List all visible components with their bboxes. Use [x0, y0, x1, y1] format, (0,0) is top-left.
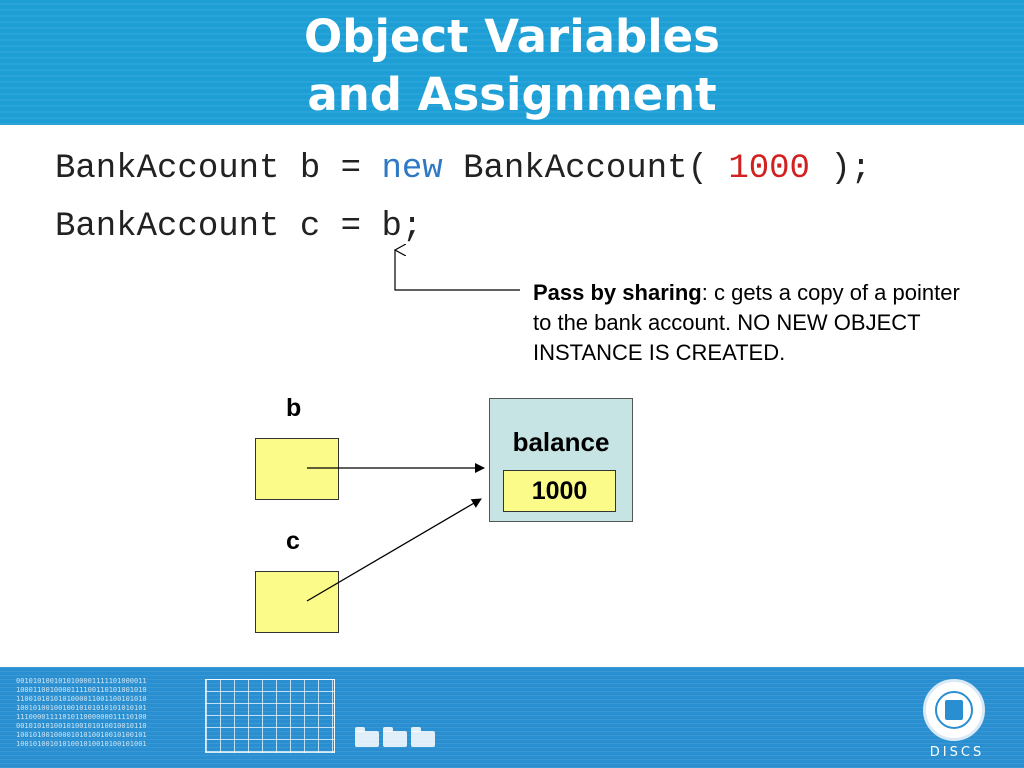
variable-c-label: c — [286, 527, 300, 555]
note-text: : c gets a copy of a pointer to the bank… — [533, 280, 960, 365]
binary-line: 1100101010101000011001100101010 — [16, 695, 147, 703]
note-bold-term: Pass by sharing — [533, 280, 702, 305]
balance-field-label: balance — [512, 427, 610, 457]
seal-emblem — [945, 700, 963, 720]
discs-logo-text: DISCS — [929, 745, 985, 760]
code-keyword-new: new — [381, 150, 443, 188]
variable-b-box — [255, 438, 339, 500]
code-line-1-prefix: BankAccount b = — [55, 150, 382, 188]
seal-ring — [935, 691, 973, 729]
binary-line: 1001010010010010101010101010101 — [16, 704, 147, 712]
binary-line: 1000110010000111100110101001010 — [16, 686, 147, 694]
folders-decoration — [355, 727, 439, 752]
code-line-1-middle: BankAccount( — [442, 150, 729, 188]
slide-title: Object Variables and Assignment — [0, 8, 1024, 124]
variable-c-box — [255, 571, 339, 633]
slide-header: Object Variables and Assignment — [0, 0, 1024, 125]
grid-decoration — [205, 679, 335, 753]
university-seal-icon — [923, 679, 985, 741]
folder-icon — [411, 727, 435, 747]
binary-line: 1001010010101001010010100101001 — [16, 740, 147, 748]
binary-line: 1110000111101011000000011110100 — [16, 713, 147, 721]
header-texture — [0, 0, 1024, 125]
code-line-2: BankAccount c = b; — [55, 208, 423, 246]
folder-icon — [383, 727, 407, 747]
code-line-1-suffix: ); — [809, 150, 872, 188]
title-line-2: and Assignment — [307, 68, 717, 121]
code-line-1: BankAccount b = new BankAccount( 1000 ); — [55, 149, 871, 189]
pass-by-sharing-note: Pass by sharing: c gets a copy of a poin… — [533, 278, 973, 368]
binary-line: 0010101010010100101010010010110 — [16, 722, 147, 730]
variable-b-label: b — [286, 394, 302, 422]
code-number-literal: 1000 — [728, 150, 810, 188]
balance-value-box: 1000 — [503, 470, 616, 512]
binary-line: 1001010010000101010010010100101 — [16, 731, 147, 739]
binary-line: 0010101001010100001111101000011 — [16, 677, 147, 685]
title-line-1: Object Variables — [304, 10, 720, 63]
folder-icon — [355, 727, 379, 747]
callout-connector — [395, 250, 520, 291]
footer-texture — [0, 667, 1024, 768]
